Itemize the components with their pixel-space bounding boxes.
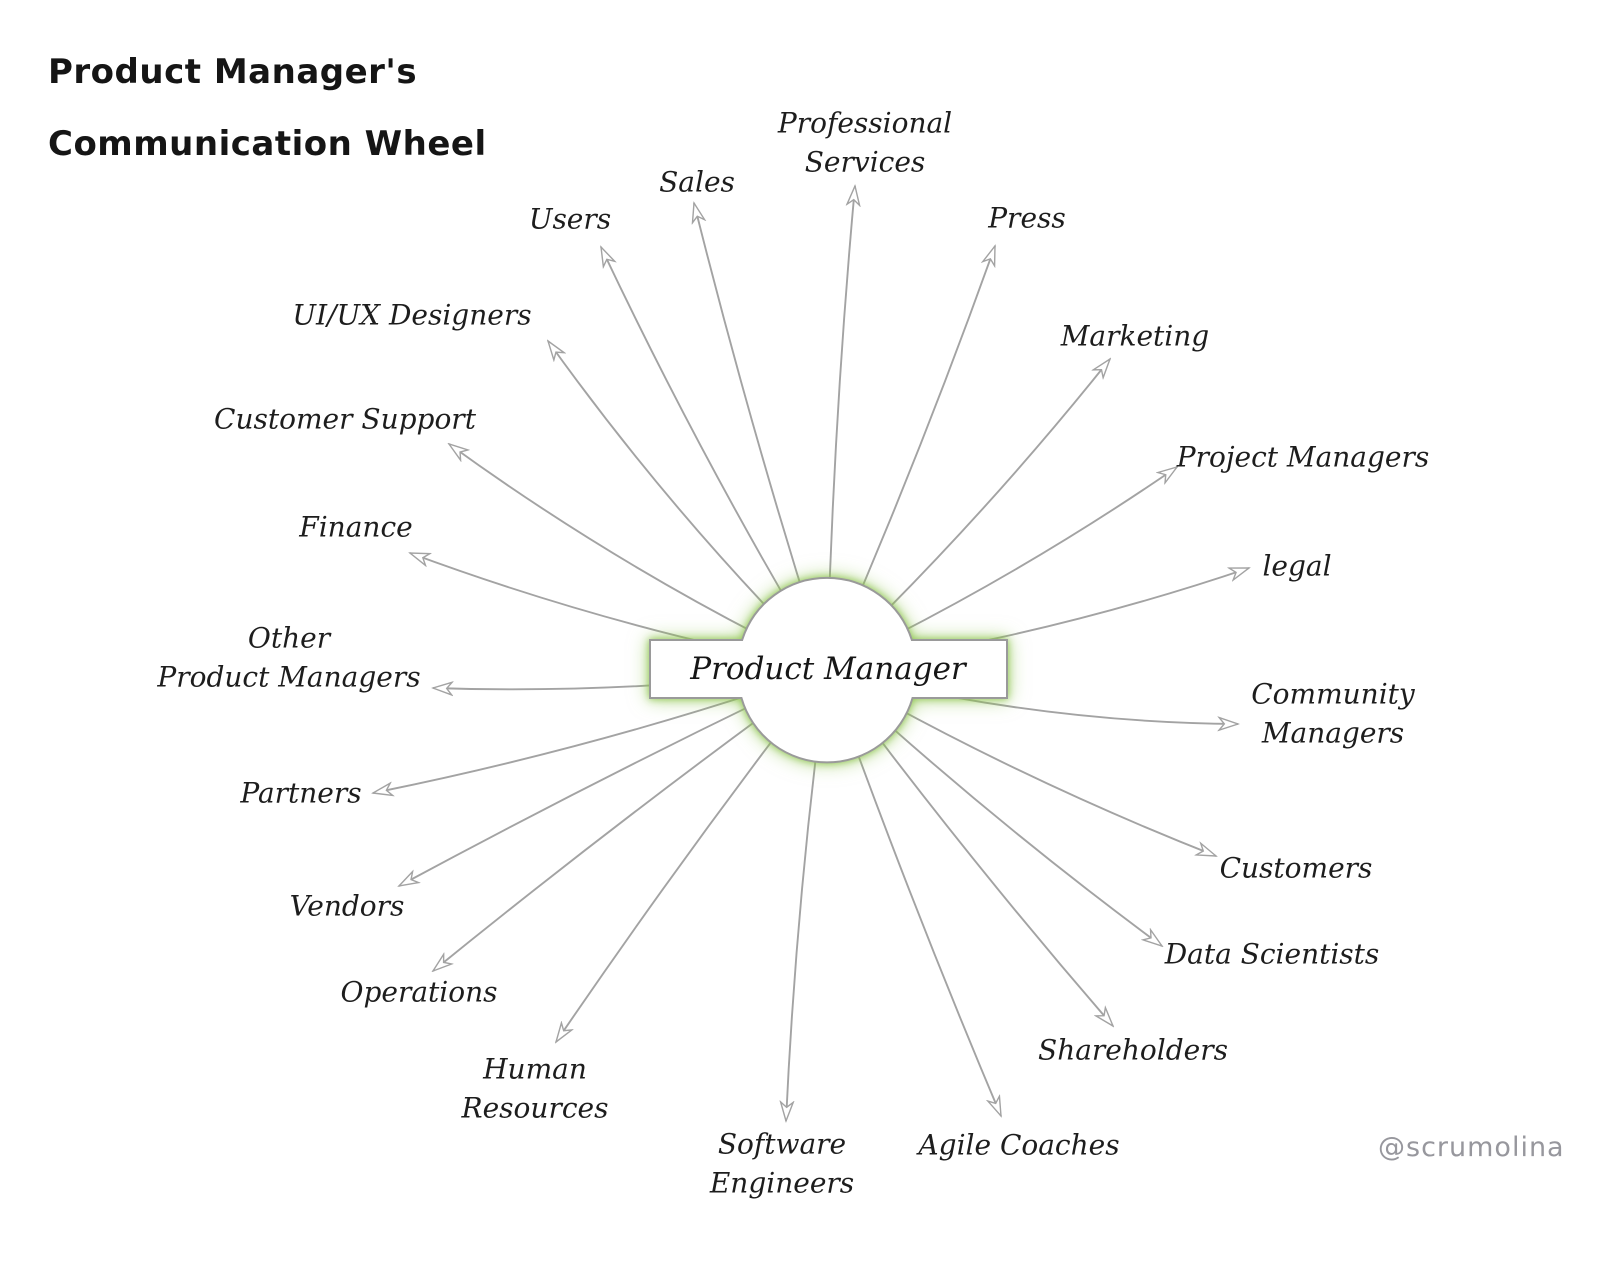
spoke-label-operations: Operations [341,976,498,1009]
spoke-label-users: Users [529,203,611,236]
page-title-line-2: Communication Wheel [48,124,487,164]
center-node: Product Manager [649,576,1008,764]
spoke-label-agile-coaches: Agile Coaches [915,1129,1119,1162]
spoke-label-press: Press [987,202,1066,235]
center-node-shape [649,576,1008,764]
watermark: @scrumolina [1378,1132,1565,1163]
spoke-label-legal: legal [1262,550,1331,583]
spoke-label-shareholders: Shareholders [1038,1034,1228,1067]
spoke-label-sales: Sales [659,166,735,199]
spoke-label-marketing: Marketing [1060,320,1209,353]
spoke-label-project-managers: Project Managers [1176,441,1430,474]
spoke-label-finance: Finance [298,511,412,544]
spoke-label-vendors: Vendors [290,890,405,923]
page-title: Product Manager's Communication Wheel [48,36,487,180]
spoke-label-data-scientists: Data Scientists [1164,938,1380,971]
spoke-label-customer-support: Customer Support [214,403,477,436]
spoke-label-partners: Partners [239,777,361,810]
page-title-line-1: Product Manager's [48,52,418,92]
spoke-label-uiux-designers: UI/UX Designers [292,299,531,332]
spoke-label-customers: Customers [1220,852,1373,885]
center-node-label: Product Manager [689,651,968,687]
